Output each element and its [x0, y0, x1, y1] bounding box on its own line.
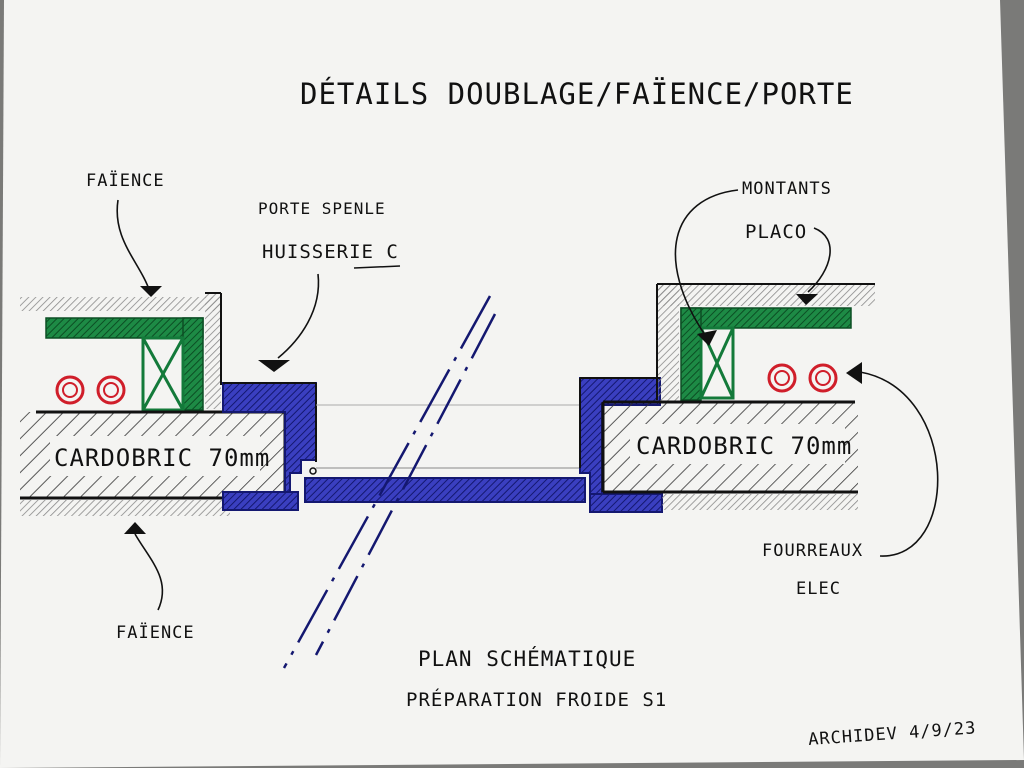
left-stud-frame	[45, 317, 204, 412]
break-lines	[282, 295, 497, 669]
label-elec: ELEC	[796, 579, 841, 599]
right-wall-section: CARDOBRIC 70mm	[601, 283, 875, 510]
arrow-faience-bottom	[124, 522, 146, 534]
door-frame-left	[222, 382, 317, 511]
door-frame-right	[579, 377, 663, 513]
caption-line-2: PRÉPARATION FROIDE S1	[406, 688, 667, 711]
arrow-montants	[697, 330, 717, 346]
left-conduits	[55, 375, 126, 405]
right-stud-frame	[680, 307, 852, 401]
right-faience-top	[657, 284, 875, 306]
arrow-placo	[796, 294, 818, 305]
label-faience-bottom: FAÏENCE	[116, 622, 195, 643]
door-leaf	[304, 404, 586, 503]
left-faience-bottom	[20, 500, 230, 516]
caption-line-1: PLAN SCHÉMATIQUE	[418, 646, 636, 671]
label-porte: PORTE SPENLE	[258, 199, 386, 218]
left-faience-top	[20, 297, 220, 311]
label-montants: MONTANTS	[742, 179, 832, 199]
right-faience-side	[657, 284, 679, 402]
left-faience-side	[205, 293, 221, 409]
leader-faience-top	[116, 199, 151, 293]
cardobric-left-label: CARDOBRIC 70mm	[54, 444, 270, 472]
label-placo: PLACO	[745, 221, 807, 243]
leader-huisserie	[277, 273, 320, 359]
right-faience-bottom	[662, 494, 858, 510]
left-wall-section: CARDOBRIC 70mm	[20, 292, 298, 516]
label-huisserie: HUISSERIE C	[262, 241, 399, 263]
leader-montants	[674, 189, 739, 336]
drawing-title: DÉTAILS DOUBLAGE/FAÏENCE/PORTE	[300, 77, 854, 111]
arrow-huisserie	[258, 360, 290, 372]
leader-faience-bottom	[134, 533, 164, 611]
label-faience-top: FAÏENCE	[86, 170, 165, 191]
arrow-fourreaux	[846, 362, 862, 384]
cardobric-right-label: CARDOBRIC 70mm	[636, 432, 852, 460]
leader-fourreaux	[859, 371, 939, 557]
arrow-faience-top	[140, 286, 162, 297]
label-fourreaux: FOURREAUX	[762, 541, 863, 561]
leader-placo	[807, 227, 831, 293]
right-conduits	[767, 363, 838, 393]
